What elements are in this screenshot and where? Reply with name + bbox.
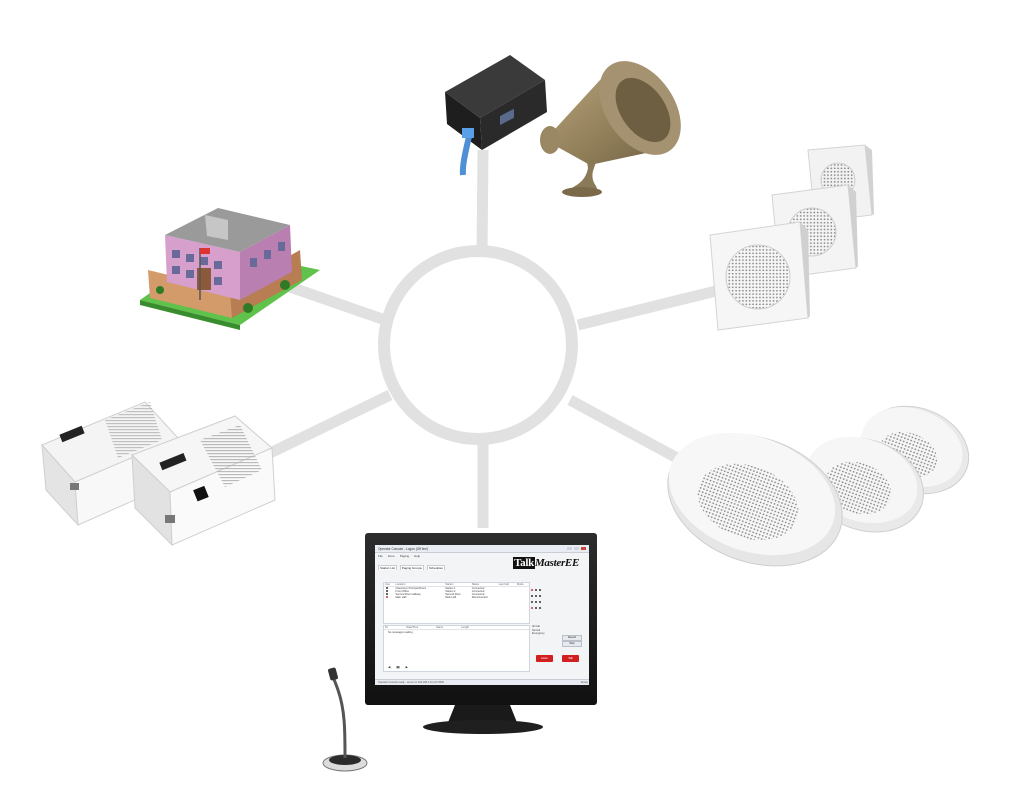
playback-controls: ◀ ▮▮ ▶ [388, 665, 408, 669]
message-log: Nr. Date/Time Name Length No messages wa… [383, 625, 530, 672]
station-location: Front Office [395, 590, 410, 593]
close-icon[interactable] [581, 547, 586, 550]
option-all-call[interactable]: All Call [532, 625, 540, 628]
talk-button[interactable]: Talk [562, 655, 579, 662]
station-status: Connected [471, 593, 485, 596]
log-row[interactable]: No messages waiting [388, 631, 413, 634]
record-button[interactable]: Record [562, 635, 582, 641]
brand-master: Master [534, 557, 565, 569]
table-row[interactable]: Second Floor Hallway Second Floor Connec… [384, 593, 529, 596]
wall-speakers-icon [709, 144, 874, 331]
status-right: Ready [580, 681, 588, 684]
spoke-upper-right [576, 284, 722, 331]
station-icon [384, 593, 395, 596]
spoke-top [476, 149, 489, 256]
option-emergency[interactable]: Emergency [532, 632, 545, 636]
brand-talk: Talk [513, 557, 535, 569]
talkmaster-logo: TalkMasterEE [513, 557, 579, 569]
ceiling-speakers-icon [667, 405, 970, 567]
table-row[interactable]: Front Office Station 2 Connected [384, 590, 529, 593]
spokes [232, 149, 722, 528]
log-col-length: Length [461, 626, 470, 629]
table-row[interactable]: Main Hall Main Hall Disconnected [384, 596, 529, 599]
col-status: Status [470, 583, 498, 587]
station-name: Main Hall [445, 596, 457, 599]
menu-paging[interactable]: Paging [399, 553, 410, 558]
horn-speaker-icon [540, 61, 681, 197]
console-menubar: File Zone Paging Help [375, 553, 589, 558]
station-name: Second Floor [445, 593, 461, 596]
station-icon [384, 590, 395, 593]
col-last-call: Last Call [497, 583, 517, 587]
tab-station-list[interactable]: Station List [378, 565, 397, 570]
console-statusbar: Operator Console ready - server on 192.1… [375, 679, 589, 685]
console-screen: Operator Console - Logon (Off line) File… [375, 545, 589, 685]
col-icon: Icon [384, 583, 395, 587]
rewind-icon[interactable]: ◀ [388, 665, 391, 669]
station-status: Disconnected [471, 596, 488, 599]
brand-ee: EE [564, 557, 579, 569]
station-name: Station 1 [445, 587, 456, 590]
station-last-call [498, 596, 516, 599]
console-titlebar: Operator Console - Logon (Off line) [375, 545, 589, 553]
stop-button[interactable]: Stop [562, 641, 582, 647]
log-col-nr: Nr. [385, 626, 389, 629]
poe-adapter-icon [445, 55, 547, 176]
maximize-icon[interactable] [574, 547, 579, 550]
log-col-name: Name [436, 626, 444, 629]
station-status: Connected [471, 590, 485, 593]
network-hub-ring [378, 245, 578, 445]
listen-button[interactable]: Listen [536, 655, 553, 662]
status-text: Operator Console ready - server on 192.1… [378, 681, 444, 684]
tab-paging-groups[interactable]: Paging Groups [399, 565, 424, 570]
menu-file[interactable]: File [378, 553, 383, 558]
spoke-lower-right [567, 395, 693, 470]
col-station: Station [444, 583, 471, 587]
station-icon [384, 596, 395, 599]
station-mode [516, 596, 529, 599]
console-window-title: Operator Console - Logon (Off line) [378, 546, 428, 551]
pause-icon[interactable]: ▮▮ [396, 665, 400, 669]
desk-microphone-icon [322, 667, 368, 772]
station-status: Connected [471, 587, 485, 590]
col-location: Location [394, 583, 445, 587]
menu-help[interactable]: Help [414, 553, 421, 558]
station-list-table: Icon Location Station Status Last Call M… [383, 582, 530, 624]
play-icon[interactable]: ▶ [405, 665, 408, 669]
station-location: Main Hall [395, 596, 407, 599]
intercom-stations-icon [41, 401, 276, 547]
log-col-date: Date/Time [406, 626, 419, 629]
table-header-row: Icon Location Station Status Last Call M… [384, 583, 529, 587]
station-location: Second Floor Hallway [395, 593, 421, 596]
window-controls [567, 547, 586, 550]
menu-zone[interactable]: Zone [387, 553, 395, 558]
table-row[interactable]: Classroom Principal Room Station 1 Conne… [384, 587, 529, 591]
console-tabs: Station List Paging Groups Schedules [375, 565, 589, 570]
console-control-panel: All Call Normal Emergency Record Stop Li… [532, 625, 587, 680]
station-indicators [530, 582, 585, 622]
minimize-icon[interactable] [567, 547, 572, 550]
option-normal[interactable]: Normal [532, 628, 541, 632]
school-building-icon [140, 208, 320, 330]
station-name: Station 2 [445, 590, 456, 593]
col-mode: Mode [516, 583, 529, 587]
tab-schedules[interactable]: Schedules [426, 565, 445, 570]
station-icon [384, 587, 395, 591]
station-location: Classroom Principal Room [395, 587, 427, 590]
log-header: Nr. Date/Time Name Length [384, 626, 529, 630]
